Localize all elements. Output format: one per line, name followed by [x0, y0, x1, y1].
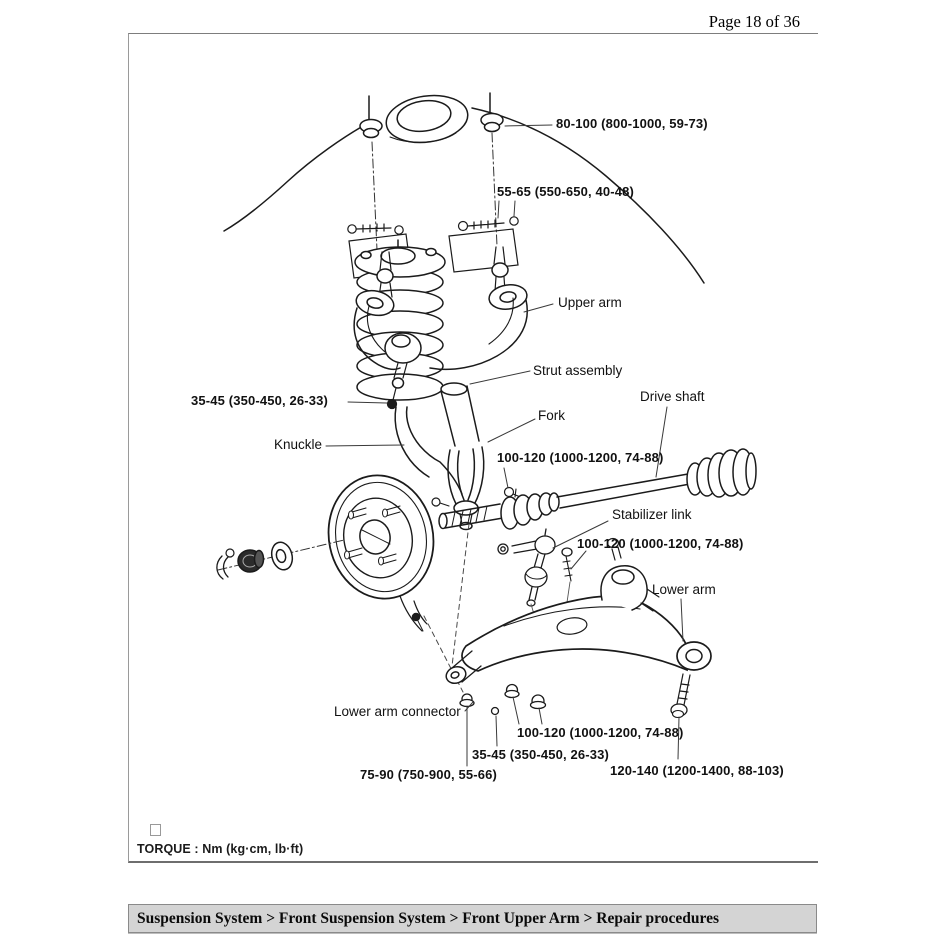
diagram-panel: [128, 33, 818, 863]
empty-square-icon: [150, 824, 161, 836]
breadcrumb-text: Suspension System > Front Suspension Sys…: [137, 909, 719, 927]
label-torque-upper-balljoint: 35-45 (350-450, 26-33): [191, 393, 329, 408]
label-strut-assembly: Strut assembly: [533, 363, 623, 378]
label-torque-stabilizer-link: 100-120 (1000-1200, 74-88): [577, 536, 744, 551]
page-number: Page 18 of 36: [708, 12, 800, 31]
label-torque-strut-mount: 80-100 (800-1000, 59-73): [556, 116, 708, 131]
label-torque-fork-bolt: 100-120 (1000-1200, 74-88): [497, 450, 664, 465]
label-torque-lower-arm-front: 75-90 (750-900, 55-66): [360, 767, 498, 782]
label-knuckle: Knuckle: [274, 437, 323, 452]
label-torque-connector: 35-45 (350-450, 26-33): [472, 747, 610, 762]
label-torque-upper-arm-bracket: 55-65 (550-650, 40-48): [497, 184, 635, 199]
label-drive-shaft: Drive shaft: [640, 389, 705, 404]
breadcrumb: Suspension System > Front Suspension Sys…: [128, 904, 817, 933]
label-stabilizer-link: Stabilizer link: [612, 507, 692, 522]
torque-note: TORQUE : Nm (kg·cm, lb·ft): [137, 842, 304, 856]
label-fork: Fork: [538, 408, 565, 423]
label-lower-arm-connector: Lower arm connector: [334, 704, 461, 719]
label-upper-arm: Upper arm: [558, 295, 622, 310]
label-torque-lower-arm-mount: 100-120 (1000-1200, 74-88): [517, 725, 684, 740]
label-lower-arm: Lower arm: [652, 582, 716, 597]
label-torque-lower-arm-rear: 120-140 (1200-1400, 88-103): [610, 763, 784, 778]
